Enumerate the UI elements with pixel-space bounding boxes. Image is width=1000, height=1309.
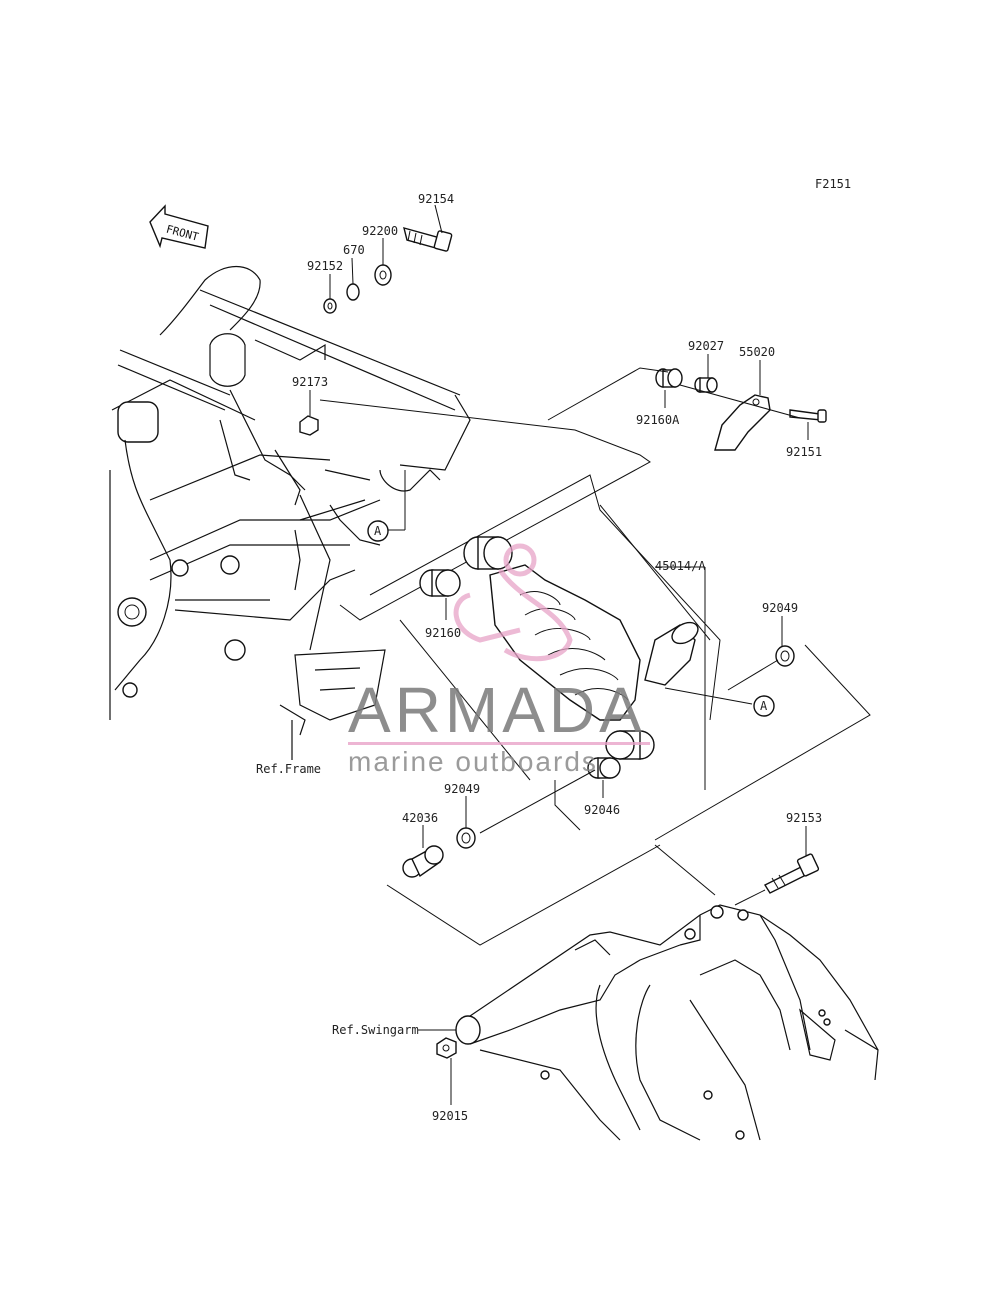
label-92046: 92046 [584, 803, 620, 817]
label-55020: 55020 [739, 345, 775, 359]
callout-a-left: A [374, 524, 382, 538]
bushing-92160 [419, 569, 461, 597]
washer-92049-upper [775, 645, 795, 667]
label-92160A: 92160A [636, 413, 680, 427]
frame-assembly [109, 266, 471, 760]
label-670: 670 [343, 243, 365, 257]
label-92173: 92173 [292, 375, 328, 389]
nut-92173 [299, 415, 319, 436]
bushing-92152 [323, 298, 337, 314]
bolt-92154 [403, 227, 453, 252]
collar-92027 [694, 377, 718, 393]
nut-92015 [436, 1037, 457, 1059]
washer-92200 [374, 264, 392, 286]
bracket-55020 [714, 394, 771, 451]
circlip-670 [346, 283, 360, 301]
bearing-92046 [587, 757, 621, 779]
watermark-tagline: marine outboards [348, 746, 598, 777]
armada-watermark: ARMADA marine outboards [348, 543, 650, 777]
label-92153: 92153 [786, 811, 822, 825]
grommet-92160A [655, 368, 683, 388]
swingarm-assembly [455, 904, 879, 1141]
label-92154: 92154 [418, 192, 454, 206]
label-92151: 92151 [786, 445, 822, 459]
washer-92049-lower [456, 827, 476, 849]
label-45014A: 45014/A [655, 559, 706, 573]
bolt-92153 [763, 853, 820, 894]
ref-frame: Ref.Frame [256, 762, 321, 776]
ref-swingarm: Ref.Swingarm [332, 1023, 419, 1037]
label-92160: 92160 [425, 626, 461, 640]
watermark-brand: ARMADA [348, 674, 646, 746]
bolt-92151 [789, 409, 827, 423]
label-92015: 92015 [432, 1109, 468, 1123]
label-92200: 92200 [362, 224, 398, 238]
label-92027: 92027 [688, 339, 724, 353]
callout-a-left-icon [367, 520, 389, 542]
collar-42036 [402, 845, 444, 878]
shock-absorber-45014A [463, 536, 699, 760]
label-42036: 42036 [402, 811, 438, 825]
callout-a-right: A [760, 699, 768, 713]
armada-logo-icon [453, 543, 573, 662]
label-92049-upper: 92049 [762, 601, 798, 615]
callout-a-right-icon [753, 695, 775, 717]
front-arrow-icon: FRONT [149, 204, 209, 249]
label-92049-lower: 92049 [444, 782, 480, 796]
label-92152: 92152 [307, 259, 343, 273]
figure-id: F2151 [815, 177, 851, 191]
